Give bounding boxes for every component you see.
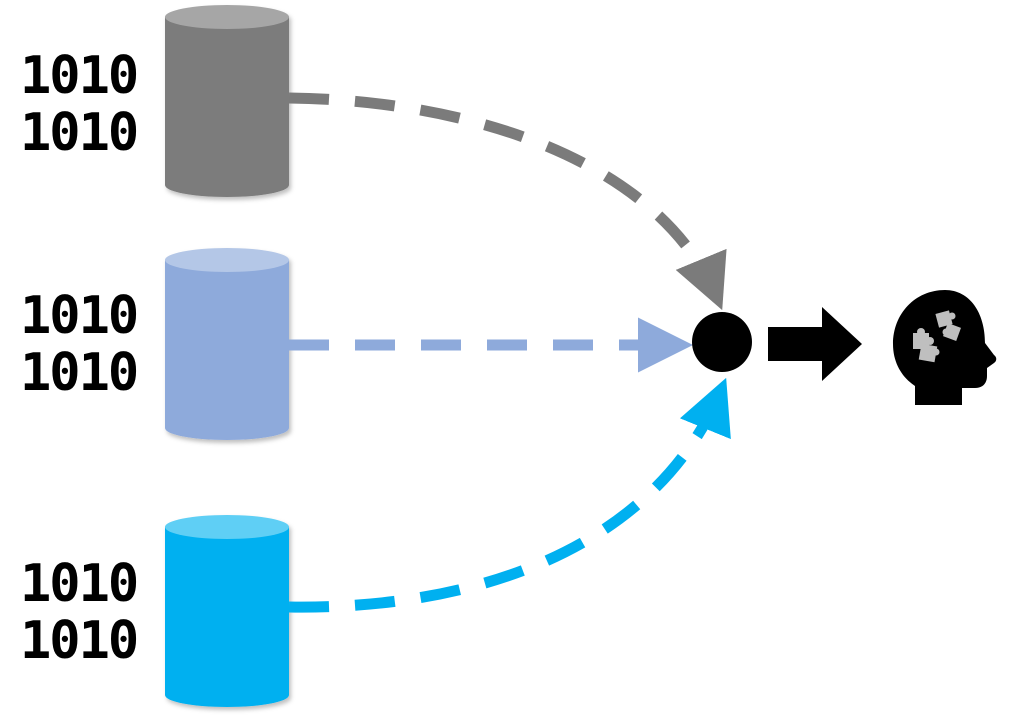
output-arrow-icon bbox=[768, 307, 862, 381]
binary-label-line-2: 1010 bbox=[20, 343, 137, 403]
data-source-light-blue: 1010 1010 bbox=[20, 248, 693, 440]
database-cylinder-icon bbox=[165, 248, 289, 440]
binary-label-line-1: 1010 bbox=[20, 286, 137, 346]
connector-gray-dashed bbox=[288, 92, 727, 311]
database-cylinder-icon bbox=[165, 5, 289, 197]
data-source-cyan: 1010 1010 bbox=[20, 377, 731, 707]
binary-label-line-1: 1010 bbox=[20, 46, 137, 106]
binary-label-line-1: 1010 bbox=[20, 554, 137, 614]
binary-label-line-2: 1010 bbox=[20, 103, 137, 163]
merge-node bbox=[692, 312, 752, 372]
binary-label-line-2: 1010 bbox=[20, 611, 137, 671]
connector-cyan-dashed bbox=[288, 377, 731, 613]
head-with-puzzle-pieces-icon bbox=[893, 290, 997, 405]
database-cylinder-icon bbox=[165, 515, 289, 707]
data-source-gray: 1010 1010 bbox=[20, 5, 727, 311]
